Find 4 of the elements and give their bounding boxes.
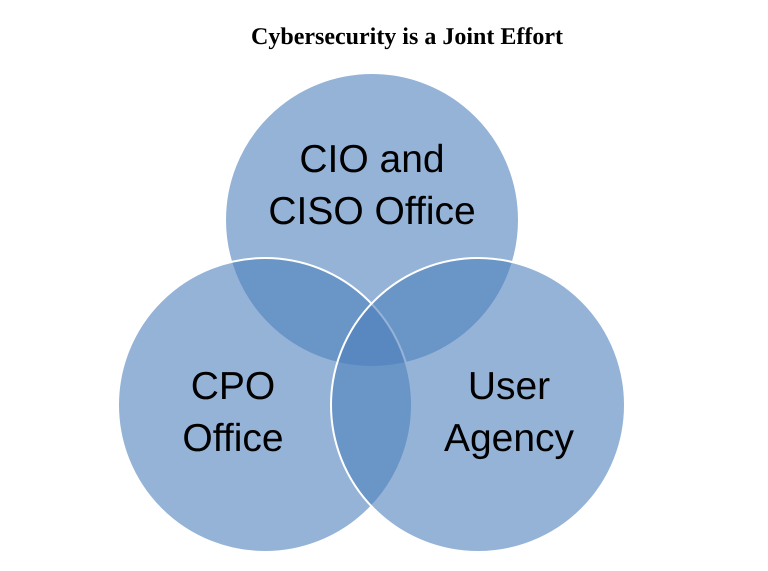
circle-label: CIO and CISO Office [267,137,477,235]
diagram-title: Cybersecurity is a Joint Effort [250,23,564,52]
circle-label: CPO Office [181,364,285,462]
circle-label: User Agency [442,364,576,462]
